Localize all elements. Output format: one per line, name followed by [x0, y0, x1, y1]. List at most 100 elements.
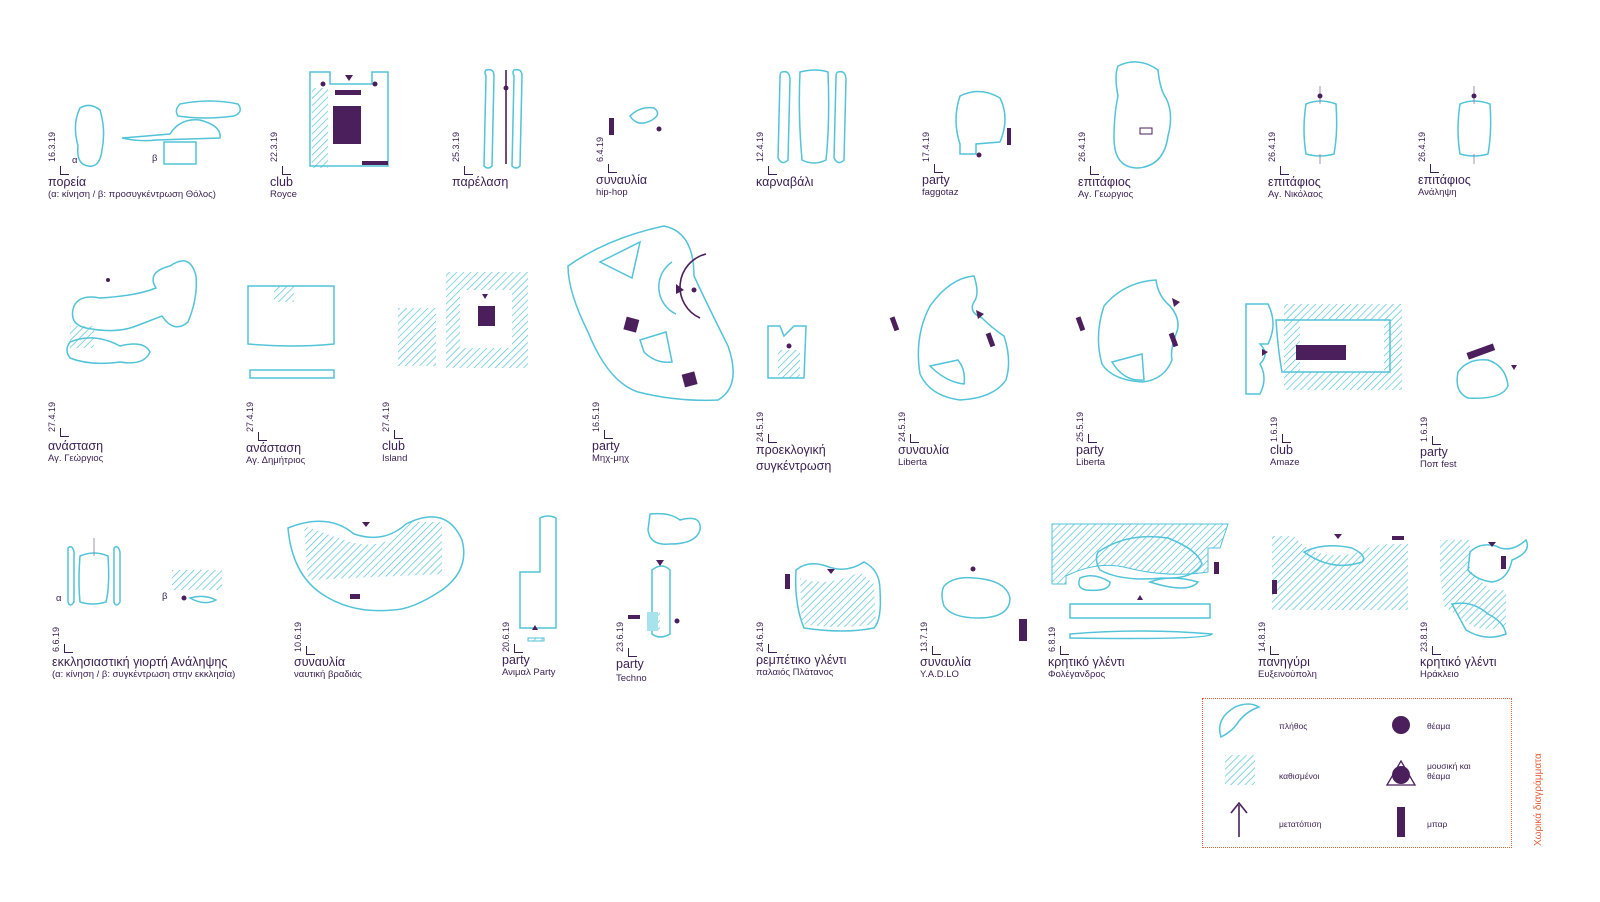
caption-subtitle: Μηχ-μηχ	[592, 453, 630, 464]
caption-date: 16.3.19	[47, 131, 57, 162]
caption-subtitle: Αγ. Νικόλαος	[1268, 189, 1323, 200]
diagram-22-shapes	[628, 512, 701, 638]
caption-subtitle: Φολέγανδρος	[1048, 669, 1106, 680]
caption-mark	[768, 166, 777, 175]
caption-title: ανάσταση	[48, 439, 104, 453]
caption-title: συναυλία	[596, 173, 648, 187]
seated-icon	[1225, 755, 1255, 785]
caption-date: 16.5.19	[591, 401, 601, 432]
diagram-15-shapes	[889, 275, 1010, 401]
caption-date: 23.8.19	[1419, 621, 1429, 652]
diagram-3-shapes	[483, 68, 523, 169]
caption-subtitle: Liberta	[1076, 457, 1106, 468]
caption-date: 6.6.19	[51, 626, 61, 652]
diagram-10-shapes	[66, 260, 198, 365]
caption-date: 24.5.19	[755, 411, 765, 442]
legend-bar-label: μπαρ	[1427, 819, 1448, 829]
caption-title: party	[616, 657, 644, 671]
caption-title: κρητικό γλέντι	[1420, 655, 1497, 669]
caption-title: club	[1270, 443, 1293, 457]
caption-subtitle: (α: κίνηση / β: προσυγκέντρωση Θόλος)	[48, 189, 216, 200]
caption-mark	[1270, 646, 1279, 655]
caption-title: επιτάφιος	[1268, 175, 1321, 189]
caption-title: club	[382, 439, 405, 453]
caption-date: 26.4.19	[1077, 131, 1087, 162]
caption-title: πορεία	[48, 175, 87, 189]
diagram-4-shapes	[609, 106, 662, 135]
caption-subtitle: Αγ. Δημήτριος	[246, 455, 306, 466]
diagram-19-shapes	[67, 538, 222, 606]
legend-movement-label: μετατόπιση	[1279, 819, 1322, 829]
caption-date: 20.6.19	[501, 621, 511, 652]
caption-mark	[768, 434, 777, 443]
diagram-11-shapes	[247, 285, 335, 379]
caption-mark	[64, 644, 73, 653]
caption-date: 6.4.19	[595, 136, 605, 162]
caption-date: 1.6.19	[1419, 416, 1429, 442]
caption-mark	[1282, 434, 1291, 443]
bar-icon	[1397, 807, 1405, 837]
caption-subtitle: Royce	[270, 189, 297, 200]
diagram-16-shapes	[1075, 279, 1180, 383]
legend-title: Χωρικά διαγράμματα	[1533, 753, 1544, 846]
legend-crowd-label: πλήθος	[1279, 721, 1308, 731]
caption-title: party	[1420, 445, 1448, 459]
caption-date: 14.8.19	[1257, 621, 1267, 652]
caption-mark	[628, 648, 637, 657]
diagram-27-shapes	[1440, 538, 1529, 638]
caption-subtitle: παλαιός Πλάτανος	[756, 667, 834, 678]
tag-a: α	[72, 155, 78, 166]
caption-title: καρναβάλι	[756, 175, 814, 189]
caption-mark	[306, 646, 315, 655]
caption-date: 24.5.19	[897, 411, 907, 442]
caption-date: 10.6.19	[293, 621, 303, 652]
caption-subtitle: Αγ. Γεώργιος	[48, 453, 104, 464]
caption-date: 25.3.19	[451, 131, 461, 162]
caption-date: 27.4.19	[47, 401, 57, 432]
caption-date: 22.3.19	[269, 131, 279, 162]
caption-mark	[464, 166, 473, 175]
caption-title: επιτάφιος	[1078, 175, 1131, 189]
spectacle-icon	[1392, 716, 1410, 734]
caption-title: party	[592, 439, 620, 453]
caption-subtitle: Αγ. Γεωργιος	[1078, 189, 1134, 200]
caption-subtitle: Techno	[616, 673, 647, 684]
caption-mark	[282, 166, 291, 175]
diagram-25-shapes	[1051, 523, 1229, 640]
caption-date: 24.6.19	[755, 621, 765, 652]
caption-subtitle: Amaze	[1270, 457, 1300, 468]
legend-seated-label: καθισμένοι	[1279, 771, 1320, 781]
caption-mark	[1432, 436, 1441, 445]
caption-date: 12.4.19	[755, 131, 765, 162]
caption-mark	[604, 430, 613, 439]
caption-subtitle: hip-hop	[596, 187, 628, 198]
crowd-icon	[1218, 703, 1261, 739]
caption-title: club	[270, 175, 293, 189]
caption-mark	[608, 164, 617, 173]
diagram-7-shapes	[1113, 61, 1172, 169]
diagram-14-shapes	[767, 325, 807, 379]
caption-subtitle: συγκέντρωση	[756, 459, 832, 473]
diagram-17-shapes	[1245, 303, 1402, 395]
tag-b: β	[152, 153, 158, 164]
caption-title: προεκλογική	[756, 443, 826, 457]
legend: πλήθος καθισμένοι μετατόπιση θέαμα μουσι…	[1202, 698, 1512, 848]
caption-date: 23.6.19	[615, 621, 625, 652]
diagram-26-shapes	[1272, 534, 1408, 610]
caption-subtitle: Liberta	[898, 457, 928, 468]
caption-subtitle: Ηράκλειο	[1420, 669, 1459, 680]
tag-a: α	[56, 593, 62, 604]
caption-title: παρέλαση	[452, 175, 509, 189]
caption-title: πανηγύρι	[1258, 655, 1310, 669]
caption-title: ρεμπέτικο γλέντι	[756, 653, 847, 667]
caption-date: 27.4.19	[381, 401, 391, 432]
caption-subtitle: Ευξεινούπολη	[1258, 669, 1317, 680]
caption-date: 13.7.19	[919, 621, 929, 652]
caption-mark	[514, 644, 523, 653]
caption-title: ανάσταση	[246, 441, 302, 455]
caption-mark	[910, 434, 919, 443]
caption-mark	[1088, 434, 1097, 443]
caption-subtitle: Island	[382, 453, 408, 464]
caption-title: συναυλία	[294, 655, 346, 669]
